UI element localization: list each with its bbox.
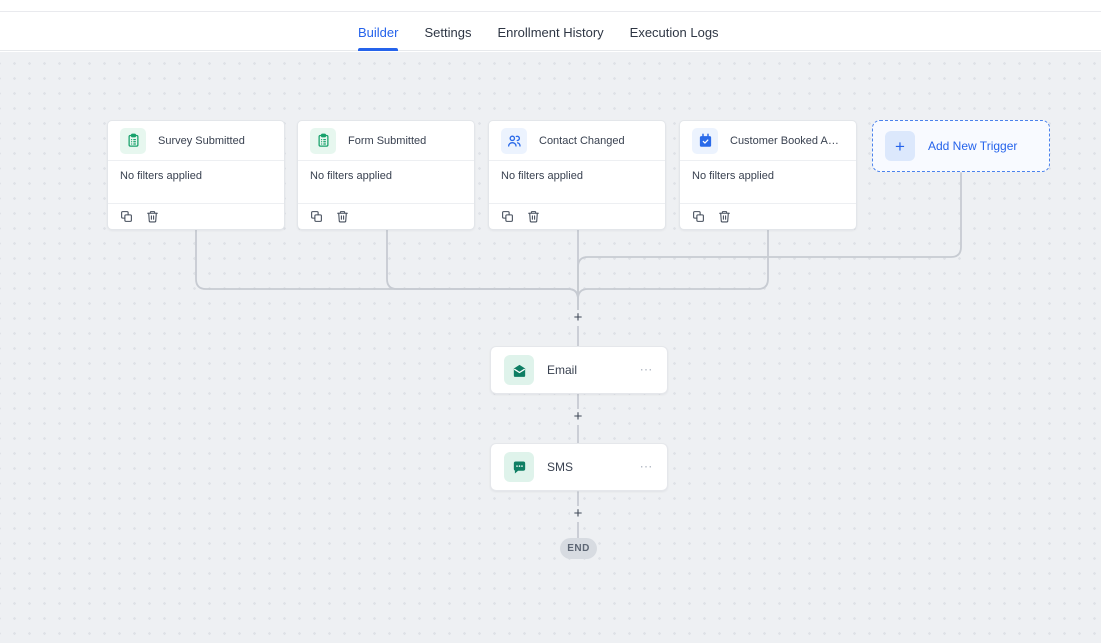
add-new-trigger-label: Add New Trigger (928, 139, 1018, 153)
trigger-title: Contact Changed (539, 134, 625, 147)
trigger-filters-text: No filters applied (489, 161, 665, 204)
duplicate-icon[interactable] (120, 210, 133, 223)
action-title: SMS (547, 460, 574, 474)
clipboard-icon (310, 127, 336, 154)
trigger-card-footer (489, 204, 665, 229)
tab-builder[interactable]: Builder (358, 13, 399, 51)
add-new-trigger-button[interactable]: + Add New Trigger (872, 120, 1050, 172)
add-step-button[interactable]: + (570, 310, 586, 326)
trigger-card-header: Form Submitted (298, 121, 474, 161)
tab-settings[interactable]: Settings (424, 24, 472, 40)
trigger-filters-text: No filters applied (680, 161, 856, 204)
tabs-group: Builder Settings Enrollment History Exec… (358, 13, 719, 51)
action-title: Email (547, 363, 578, 377)
action-card-email[interactable]: Email ⋯ (490, 346, 668, 394)
trigger-card-header: Contact Changed (489, 121, 665, 161)
email-icon (504, 355, 534, 385)
trigger-card-footer (298, 204, 474, 229)
add-step-button[interactable]: + (570, 506, 586, 522)
trigger-title: Survey Submitted (158, 134, 245, 147)
trigger-card-form-submitted[interactable]: Form Submitted No filters applied (297, 120, 475, 230)
duplicate-icon[interactable] (310, 210, 323, 223)
trigger-card-survey-submitted[interactable]: Survey Submitted No filters applied (107, 120, 285, 230)
users-icon (501, 127, 527, 154)
add-step-button[interactable]: + (570, 409, 586, 425)
trigger-card-header: Survey Submitted (108, 121, 284, 161)
end-badge: END (560, 538, 597, 559)
trigger-filters-text: No filters applied (298, 161, 474, 204)
trigger-card-footer (108, 204, 284, 229)
duplicate-icon[interactable] (501, 210, 514, 223)
sms-icon (504, 452, 534, 482)
trigger-card-contact-changed[interactable]: Contact Changed No filters applied (488, 120, 666, 230)
trigger-filters-text: No filters applied (108, 161, 284, 204)
action-card-sms[interactable]: SMS ⋯ (490, 443, 668, 491)
trigger-title: Customer Booked Appointme... (730, 134, 844, 147)
calendar-check-icon (692, 127, 718, 154)
trigger-card-footer (680, 204, 856, 229)
tab-execution-logs[interactable]: Execution Logs (629, 24, 719, 40)
trigger-card-customer-booked-appointment[interactable]: Customer Booked Appointme... No filters … (679, 120, 857, 230)
trash-icon[interactable] (527, 210, 540, 223)
clipboard-icon (120, 127, 146, 154)
ellipsis-menu-icon[interactable]: ⋯ (639, 362, 654, 377)
plus-icon: + (885, 131, 915, 161)
window-top-strip (0, 0, 1101, 12)
tab-bar: Builder Settings Enrollment History Exec… (0, 13, 1101, 51)
trash-icon[interactable] (336, 210, 349, 223)
trigger-card-header: Customer Booked Appointme... (680, 121, 856, 161)
trigger-title: Form Submitted (348, 134, 427, 147)
ellipsis-menu-icon[interactable]: ⋯ (639, 459, 654, 474)
duplicate-icon[interactable] (692, 210, 705, 223)
tab-enrollment-history[interactable]: Enrollment History (497, 24, 604, 40)
trash-icon[interactable] (146, 210, 159, 223)
trash-icon[interactable] (718, 210, 731, 223)
